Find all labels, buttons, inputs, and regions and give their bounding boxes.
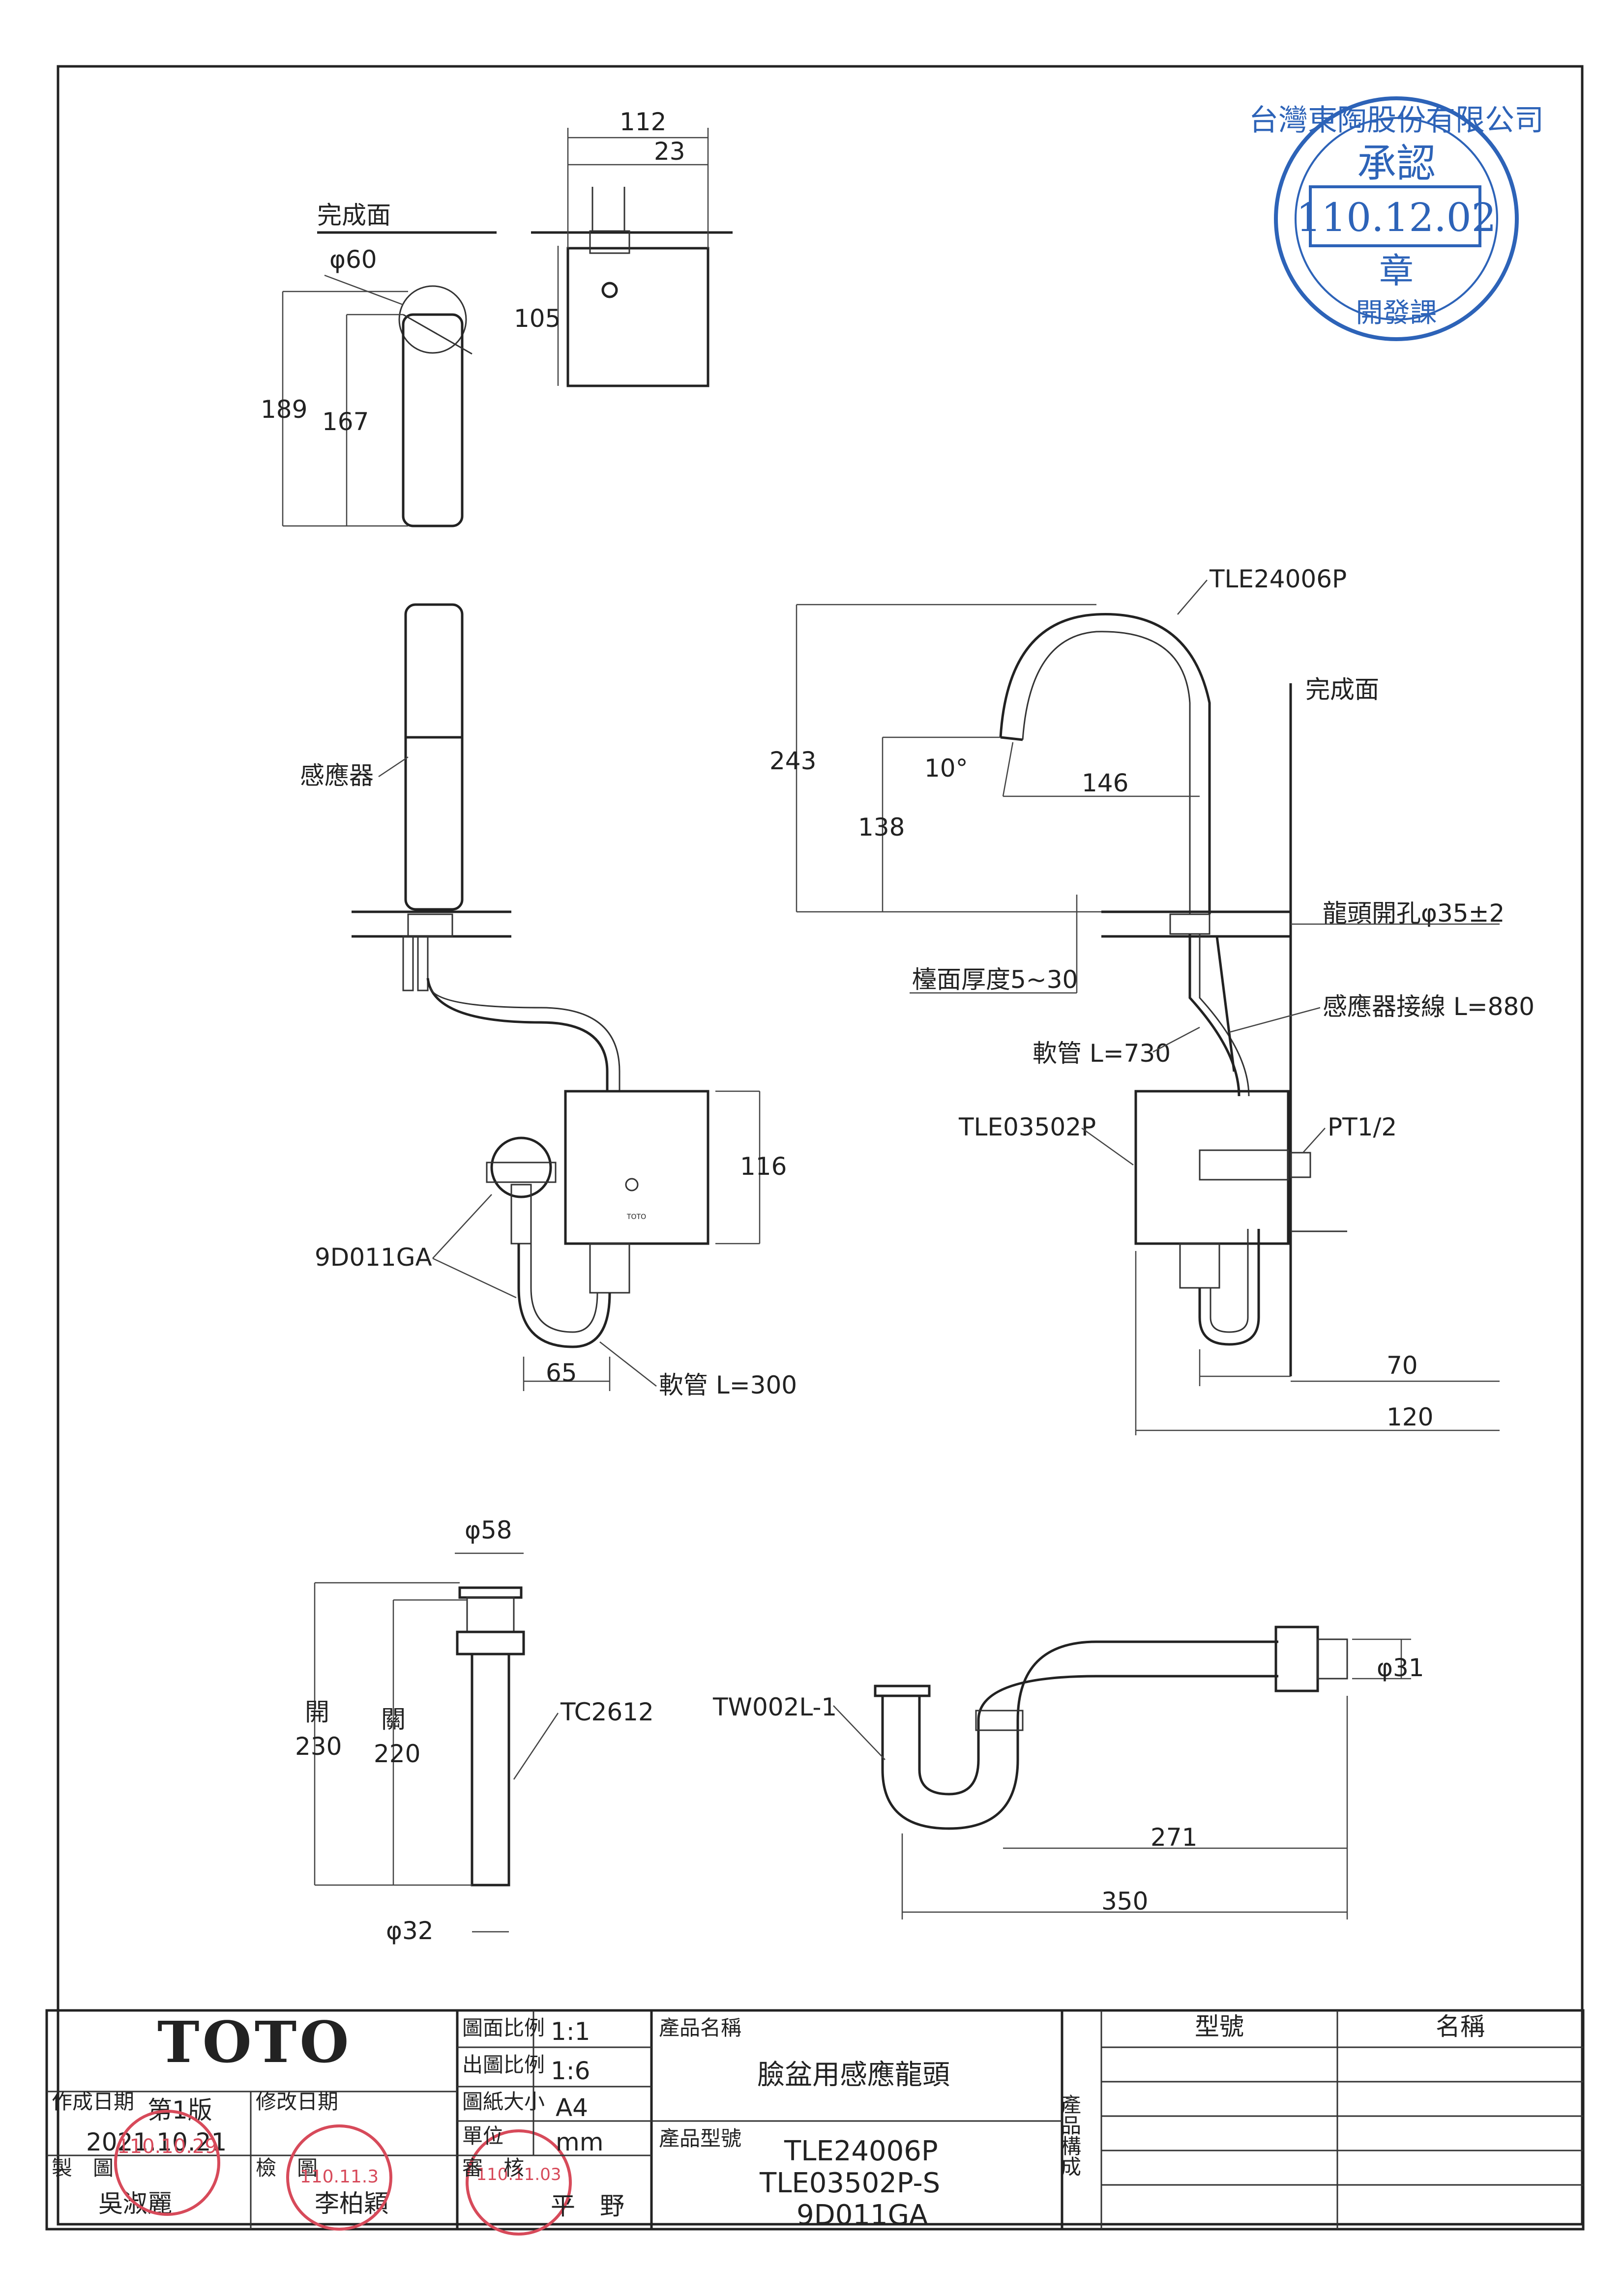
dim-70: 70 bbox=[1387, 1351, 1418, 1380]
label-drain-model: TC2612 bbox=[560, 1698, 654, 1726]
product-model-label: 產品型號 bbox=[659, 2126, 741, 2151]
dim-146: 146 bbox=[1082, 769, 1128, 797]
dim-105: 105 bbox=[514, 304, 561, 333]
stamp-drawn bbox=[114, 2110, 220, 2216]
brand-logo: TOTO bbox=[157, 2009, 352, 2076]
product-name: 臉盆用感應龍頭 bbox=[757, 2059, 950, 2091]
drawn-label: 製 圖 bbox=[52, 2156, 114, 2180]
label-valve-model: TLE03502P bbox=[958, 1113, 1096, 1141]
revised-label: 修改日期 bbox=[256, 2090, 338, 2114]
dim-phi31: φ31 bbox=[1377, 1654, 1424, 1682]
stamp-check-date: 110.11.3 bbox=[300, 2167, 379, 2187]
model-col-header: 型號 bbox=[1195, 2012, 1244, 2041]
dim-167: 167 bbox=[322, 407, 369, 436]
label-faucet-model: TLE24006P bbox=[1209, 565, 1347, 593]
dim-220: 220 bbox=[374, 1740, 420, 1768]
front-view-assembly: 感應器 TOTO 116 9D011GA 65 軟管 L=300 bbox=[300, 603, 797, 1399]
label-hose-300: 軟管 L=300 bbox=[659, 1371, 797, 1399]
paper-label: 圖紙大小 bbox=[462, 2090, 545, 2114]
scale-label: 圖面比例 bbox=[462, 2016, 545, 2040]
dim-phi60: φ60 bbox=[329, 245, 377, 274]
dim-120: 120 bbox=[1387, 1403, 1433, 1431]
reviewed-by: 平 野 bbox=[551, 2192, 624, 2220]
product-name-label: 產品名稱 bbox=[659, 2016, 741, 2040]
label-9d011ga-left: 9D011GA bbox=[315, 1243, 432, 1272]
scale-value: 1:1 bbox=[551, 2017, 590, 2046]
unit-label: 單位 bbox=[462, 2124, 503, 2148]
print-scale-value: 1:6 bbox=[551, 2057, 590, 2085]
product-model-1: TLE24006P bbox=[784, 2135, 938, 2167]
stamp-drawn-date: 110.10.29 bbox=[117, 2135, 217, 2158]
dim-230: 230 bbox=[295, 1732, 342, 1761]
dim-10deg: 10° bbox=[924, 754, 968, 783]
dim-116: 116 bbox=[740, 1152, 787, 1181]
label-finish-face-top: 完成面 bbox=[317, 201, 391, 230]
valve-box-brand-mark: TOTO bbox=[626, 1213, 646, 1221]
created-label: 作成日期 bbox=[52, 2090, 134, 2114]
label-open: 開 bbox=[305, 1698, 329, 1726]
label-pt-thread: PT1/2 bbox=[1328, 1113, 1397, 1141]
version: 第1版 bbox=[148, 2096, 212, 2124]
label-closed: 關 bbox=[381, 1705, 406, 1734]
stamp-date: 110.12.02 bbox=[1296, 195, 1496, 240]
label-sensor: 感應器 bbox=[300, 761, 374, 790]
label-trap-model: TW002L-1 bbox=[712, 1693, 837, 1721]
side-view-assembly: TLE24006P 完成面 龍頭開孔φ35±2 243 138 10° 146 … bbox=[769, 565, 1535, 1435]
dim-phi58: φ58 bbox=[465, 1516, 512, 1544]
dim-phi32: φ32 bbox=[386, 1917, 434, 1945]
label-sensor-cable: 感應器接線 L=880 bbox=[1323, 992, 1535, 1021]
name-col-header: 名稱 bbox=[1436, 2012, 1485, 2041]
unit-value: mm bbox=[556, 2128, 603, 2156]
print-scale-label: 出圖比例 bbox=[462, 2053, 545, 2077]
product-model-3: 9D011GA bbox=[797, 2199, 928, 2231]
dim-23: 23 bbox=[654, 137, 685, 166]
stamp-company: 台灣東陶股份有限公司 bbox=[1249, 103, 1544, 138]
review-label: 審 核 bbox=[462, 2156, 524, 2180]
drain-view: φ58 開 230 關 220 TC2612 φ32 bbox=[295, 1516, 654, 1945]
label-finish-face-right: 完成面 bbox=[1305, 675, 1379, 704]
dim-189: 189 bbox=[261, 395, 307, 424]
title-block: TOTO 作成日期 第1版 修改日期 2021.10.21 製 圖 吳淑麗 檢 … bbox=[45, 2009, 1585, 2236]
label-counter-thickness: 檯面厚度5~30 bbox=[912, 965, 1078, 994]
dim-243: 243 bbox=[769, 747, 816, 775]
dim-65: 65 bbox=[546, 1359, 577, 1387]
label-hole-spec: 龍頭開孔φ35±2 bbox=[1323, 899, 1505, 928]
stamp-seal: 章 bbox=[1379, 251, 1414, 291]
top-plan-view: 完成面 φ60 189 167 112 23 105 bbox=[261, 108, 733, 527]
drawing-border bbox=[57, 65, 1584, 2226]
product-model-2: TLE03502P-S bbox=[759, 2167, 940, 2199]
dim-112: 112 bbox=[620, 108, 666, 136]
composition-label: 產品構成 bbox=[1058, 2094, 1082, 2177]
created-date: 2021.10.21 bbox=[86, 2128, 227, 2156]
approval-stamp: 台灣東陶股份有限公司 承認 110.12.02 章 開發課 bbox=[1249, 96, 1544, 341]
stamp-approval: 承認 bbox=[1357, 141, 1436, 186]
dim-271: 271 bbox=[1151, 1823, 1197, 1852]
dim-350: 350 bbox=[1101, 1887, 1148, 1916]
paper-value: A4 bbox=[556, 2093, 588, 2122]
stamp-review bbox=[466, 2129, 572, 2236]
ptrap-view: TW002L-1 φ31 271 350 bbox=[712, 1626, 1424, 1919]
stamp-dept: 開發課 bbox=[1356, 297, 1437, 328]
dim-138: 138 bbox=[858, 813, 905, 842]
stamp-check bbox=[286, 2124, 392, 2231]
stamp-review-date: 110.11.03 bbox=[476, 2165, 561, 2184]
label-hose-730: 軟管 L=730 bbox=[1033, 1039, 1171, 1068]
